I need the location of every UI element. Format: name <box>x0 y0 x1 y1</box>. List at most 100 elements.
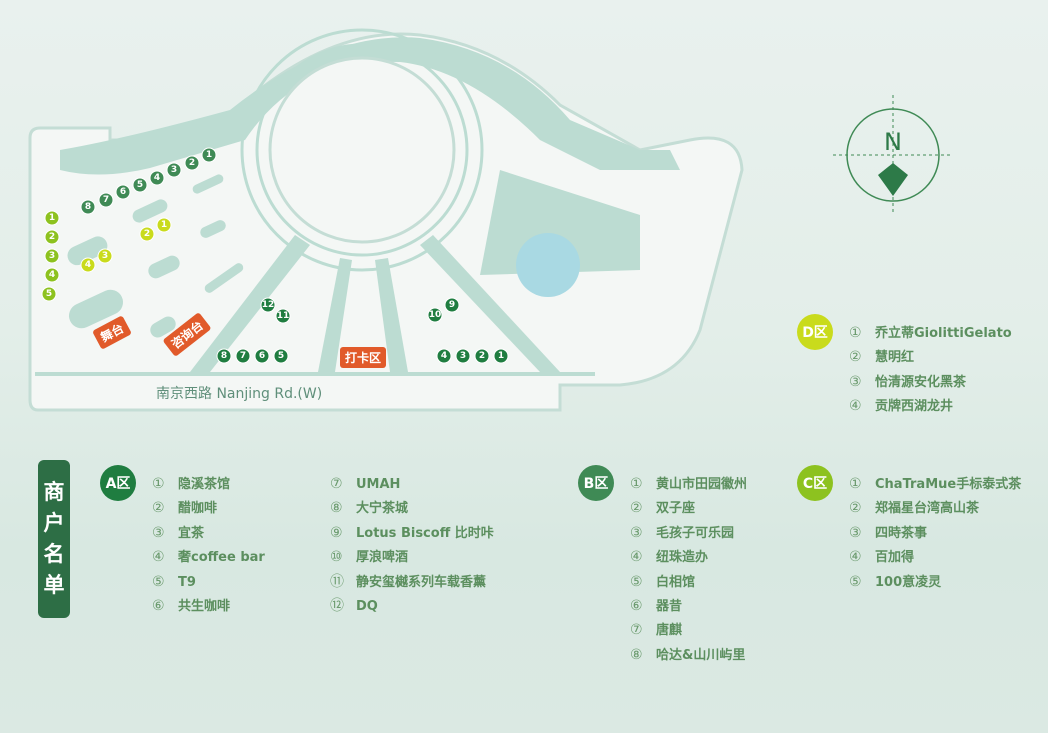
road-label: 南京西路 Nanjing Rd.(W) <box>156 386 323 402</box>
map-marker-a-7[interactable]: 7 <box>235 348 251 364</box>
map-marker-c-5[interactable]: 5 <box>41 286 57 302</box>
merchant-number: ④ <box>849 549 862 566</box>
merchant-name: 怡清源安化黑茶 <box>875 374 967 390</box>
map-marker-b-2[interactable]: 2 <box>184 155 200 171</box>
merchant-number: ⑨ <box>330 524 343 541</box>
map-marker-a-2[interactable]: 2 <box>474 348 490 364</box>
map-marker-b-7[interactable]: 7 <box>98 192 114 208</box>
svg-text:4: 4 <box>49 270 55 280</box>
merchant-name: T9 <box>178 574 196 590</box>
map-marker-d-1[interactable]: 1 <box>156 217 172 233</box>
map-marker-b-8[interactable]: 8 <box>80 199 96 215</box>
zone-badge-d: D区 <box>797 314 833 350</box>
map-marker-c-4[interactable]: 4 <box>44 267 60 283</box>
merchant-name: 器昔 <box>656 598 683 614</box>
merchant-name: 白相馆 <box>656 574 696 590</box>
map-marker-a-1[interactable]: 1 <box>493 348 509 364</box>
svg-text:6: 6 <box>120 187 126 197</box>
north-arrow-icon <box>878 163 908 196</box>
svg-text:7: 7 <box>103 195 109 205</box>
map-marker-a-10[interactable]: 10 <box>427 307 443 323</box>
merchant-name: 郑福星台湾高山茶 <box>875 501 980 517</box>
map-marker-d-4[interactable]: 4 <box>80 257 96 273</box>
svg-text:3: 3 <box>102 251 108 261</box>
merchant-number: ⑥ <box>152 597 165 614</box>
merchant-number: ⑧ <box>630 646 643 663</box>
svg-text:1: 1 <box>161 220 167 230</box>
merchant-number: ⑩ <box>330 549 343 566</box>
svg-text:7: 7 <box>240 351 246 361</box>
merchant-name: 黄山市田园徽州 <box>656 477 748 492</box>
merchant-item: ⑩ 厚浪啤酒 <box>330 545 494 569</box>
map-marker-b-5[interactable]: 5 <box>132 177 148 193</box>
svg-text:5: 5 <box>278 351 284 361</box>
merchant-name: 双子座 <box>656 501 696 517</box>
merchant-number: ⑤ <box>630 573 643 590</box>
merchant-number: ⑪ <box>330 573 344 590</box>
map-marker-b-6[interactable]: 6 <box>115 184 131 200</box>
merchant-name: 慧明红 <box>875 350 915 366</box>
merchant-name: 静安玺樾系列车载香薰 <box>356 574 487 590</box>
merchant-name: 贡牌西湖龙井 <box>875 399 954 415</box>
map-marker-c-1[interactable]: 1 <box>44 210 60 226</box>
svg-text:3: 3 <box>171 165 177 175</box>
map-marker-a-5[interactable]: 5 <box>273 348 289 364</box>
map-marker-a-6[interactable]: 6 <box>254 348 270 364</box>
svg-text:5: 5 <box>137 180 143 190</box>
merchant-item: ⑨ Lotus Biscoff 比时咔 <box>330 521 494 545</box>
banner-char: 名 <box>43 542 65 566</box>
map-marker-a-12[interactable]: 12 <box>260 297 276 313</box>
svg-text:1: 1 <box>49 213 55 223</box>
merchant-name: 乔立蒂GiolittiGelato <box>875 326 1012 341</box>
map-marker-a-9[interactable]: 9 <box>444 297 460 313</box>
map-marker-c-2[interactable]: 2 <box>44 229 60 245</box>
merchant-name: Lotus Biscoff 比时咔 <box>356 525 494 541</box>
merchant-name: 纽珠造办 <box>656 550 709 566</box>
merchant-item: ⑤ 白相馆 <box>630 570 747 594</box>
svg-text:2: 2 <box>49 232 55 242</box>
map-marker-b-3[interactable]: 3 <box>166 162 182 178</box>
merchant-name: 四時茶事 <box>875 525 928 541</box>
svg-text:8: 8 <box>85 202 91 212</box>
map-marker-b-4[interactable]: 4 <box>149 170 165 186</box>
checkin-zone-tag: 打卡区 <box>340 347 387 368</box>
map-marker-b-1[interactable]: 1 <box>201 147 217 163</box>
merchant-number: ⑧ <box>330 500 343 517</box>
map-marker-a-11[interactable]: 11 <box>275 308 291 324</box>
map-marker-a-3[interactable]: 3 <box>455 348 471 364</box>
map-marker-a-4[interactable]: 4 <box>436 348 452 364</box>
merchant-number: ⑫ <box>330 597 344 614</box>
merchant-number: ⑥ <box>630 597 643 614</box>
merchant-name: 厚浪啤酒 <box>356 550 409 566</box>
merchant-number: ④ <box>630 549 643 566</box>
merchant-number: ⑦ <box>330 476 343 492</box>
svg-text:4: 4 <box>85 260 91 270</box>
map-marker-d-2[interactable]: 2 <box>139 226 155 242</box>
svg-text:2: 2 <box>479 351 485 361</box>
svg-text:6: 6 <box>259 351 265 361</box>
svg-text:5: 5 <box>46 289 52 299</box>
svg-text:4: 4 <box>441 351 447 361</box>
zone-badge-c: C区 <box>797 465 833 501</box>
map-marker-c-3[interactable]: 3 <box>44 248 60 264</box>
merchant-number: ⑤ <box>152 573 165 590</box>
svg-text:12: 12 <box>262 300 275 310</box>
map-marker-d-3[interactable]: 3 <box>97 248 113 264</box>
svg-text:2: 2 <box>189 158 195 168</box>
merchant-name: 唐麒 <box>656 623 683 639</box>
banner-char: 商 <box>43 480 65 504</box>
map-marker-a-8[interactable]: 8 <box>216 348 232 364</box>
merchant-item: ④ 贡牌西湖龙井 <box>849 394 1012 418</box>
merchant-number: ④ <box>849 398 862 415</box>
